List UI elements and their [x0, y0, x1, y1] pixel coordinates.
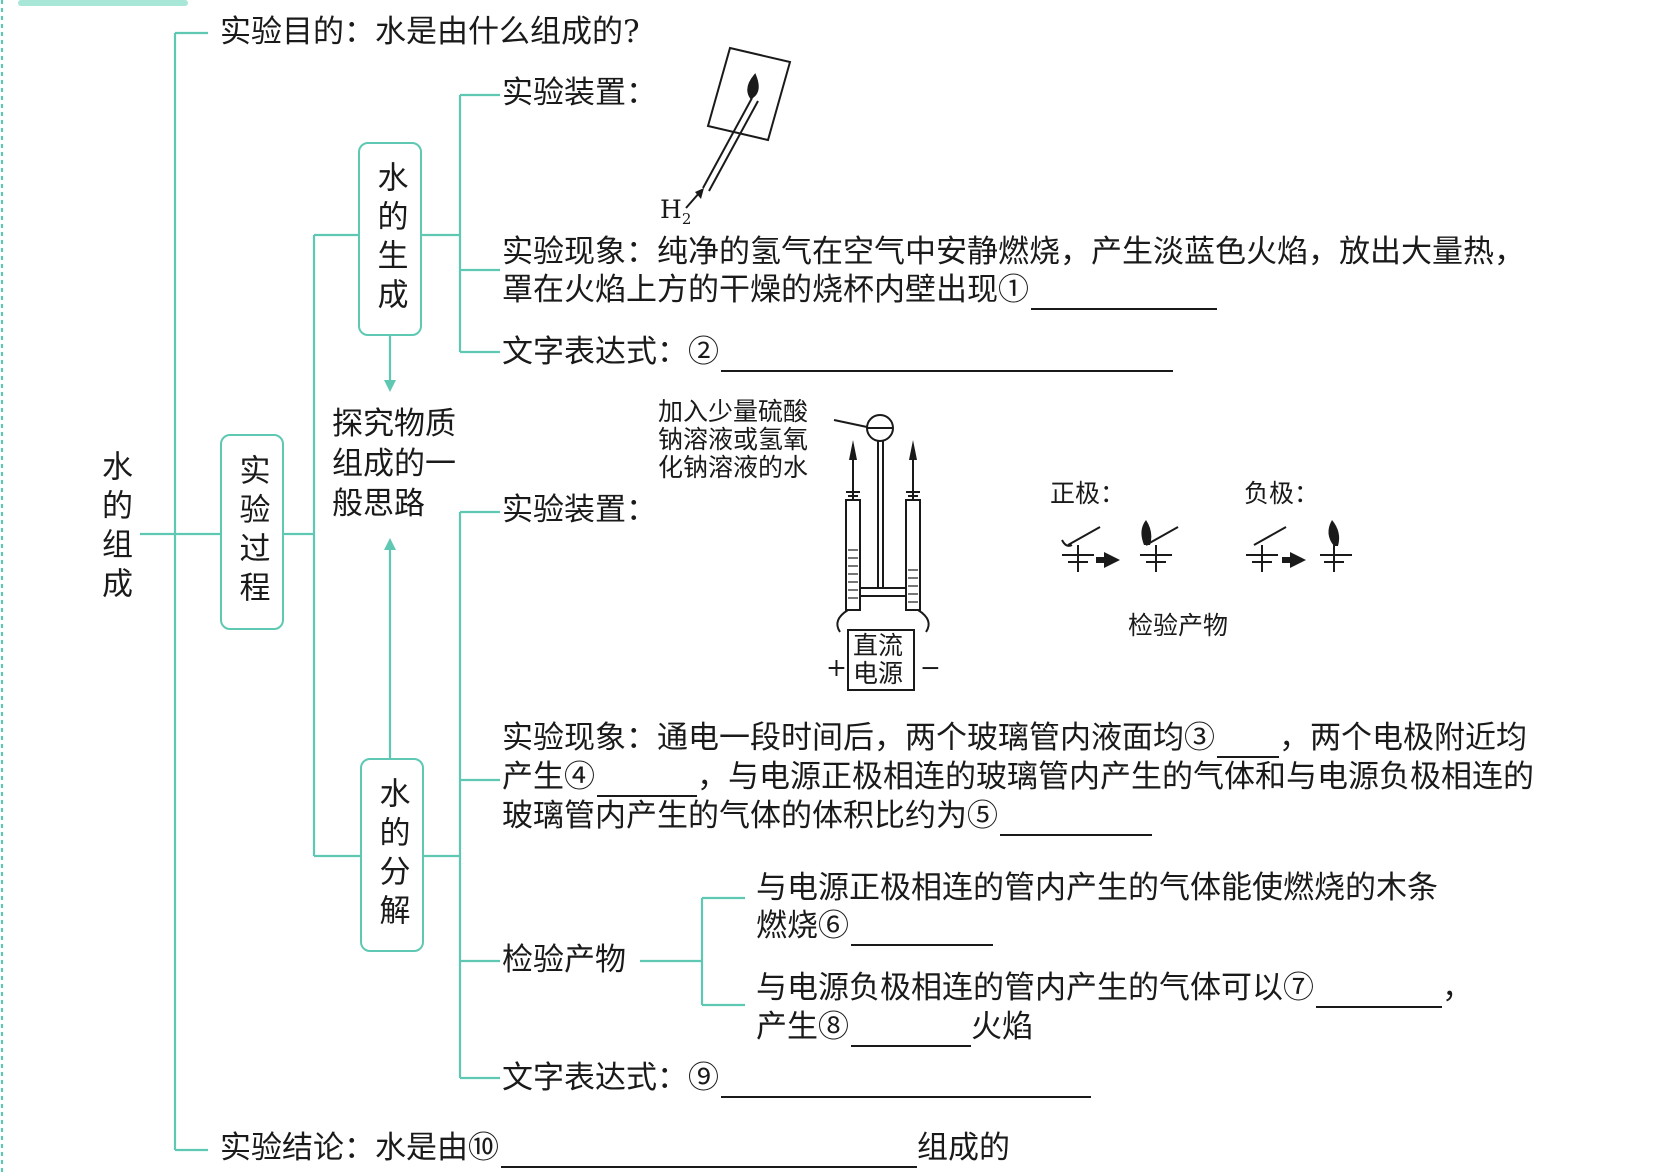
blank-1[interactable] — [1031, 278, 1217, 310]
formation-label: 水的生成 — [371, 161, 408, 317]
decomposition-label: 水的分解 — [373, 777, 410, 933]
decomposition-expression: 文字表达式：⑨ — [502, 1058, 1091, 1098]
h2-label: H2 — [660, 195, 692, 229]
decomposition-box: 水的分解 — [360, 758, 424, 952]
blank-6[interactable] — [851, 914, 993, 946]
formation-expression: 文字表达式：② — [502, 332, 1173, 372]
positive-label: 正极： — [1050, 479, 1126, 508]
water-level-hatching — [848, 549, 918, 603]
power-label-2: 电源 — [853, 659, 904, 688]
blank-7[interactable] — [1316, 976, 1442, 1008]
negative-label: 负极： — [1244, 479, 1320, 508]
power-label-1: 直流 — [853, 631, 904, 660]
blank-10[interactable] — [501, 1136, 917, 1168]
decomposition-phenomenon-line-1: 实验现象：通电一段时间后，两个玻璃管内液面均③，两个电极附近均 — [502, 720, 1527, 758]
formation-phenomenon-line-2: 罩在火焰上方的干燥的烧杯内壁出现① — [502, 270, 1217, 310]
test-positive-line-2: 燃烧⑥ — [756, 906, 993, 946]
experiment-purpose: 实验目的：水是由什么组成的? — [220, 14, 640, 50]
solution-note-2: 钠溶液或氢氧 — [658, 425, 809, 454]
general-idea-line-3: 般思路 — [332, 486, 425, 522]
root-label: 水的组成 — [96, 450, 132, 606]
blank-2[interactable] — [721, 340, 1173, 372]
decomposition-phenomenon-line-2: 产生④，与电源正极相连的玻璃管内产生的气体和与电源负极相连的 — [502, 759, 1534, 797]
decomposition-apparatus-label: 实验装置： — [502, 492, 657, 528]
blank-8[interactable] — [851, 1015, 971, 1047]
decomposition-phenomenon-line-3: 玻璃管内产生的气体的体积比约为⑤ — [502, 796, 1152, 836]
blank-3[interactable] — [1217, 726, 1279, 758]
formation-box: 水的生成 — [358, 142, 422, 336]
blank-4[interactable] — [597, 765, 697, 797]
solution-note-3: 化钠溶液的水 — [658, 453, 809, 482]
test-caption: 检验产物 — [1128, 611, 1229, 640]
process-box: 实验过程 — [220, 434, 284, 630]
test-positive-line-1: 与电源正极相连的管内产生的气体能使燃烧的木条 — [756, 870, 1438, 906]
test-products-label: 检验产物 — [502, 942, 626, 978]
power-minus: − — [920, 653, 941, 682]
hydrogen-burning-apparatus — [685, 46, 792, 209]
test-icons — [1061, 526, 1352, 572]
process-label: 实验过程 — [233, 454, 270, 610]
blank-5[interactable] — [1000, 804, 1152, 836]
formation-apparatus-label: 实验装置： — [502, 75, 657, 111]
formation-phenomenon-line-1: 实验现象：纯净的氢气在空气中安静燃烧，产生淡蓝色火焰，放出大量热， — [502, 234, 1525, 270]
power-plus: + — [826, 653, 847, 682]
general-idea-line-2: 组成的一 — [332, 446, 456, 482]
electrolysis-apparatus — [833, 414, 930, 691]
general-idea-line-1: 探究物质 — [332, 406, 456, 442]
blank-9[interactable] — [721, 1066, 1091, 1098]
solution-note-1: 加入少量硫酸 — [658, 397, 809, 426]
test-negative-line-1: 与电源负极相连的管内产生的气体可以⑦， — [756, 970, 1473, 1008]
